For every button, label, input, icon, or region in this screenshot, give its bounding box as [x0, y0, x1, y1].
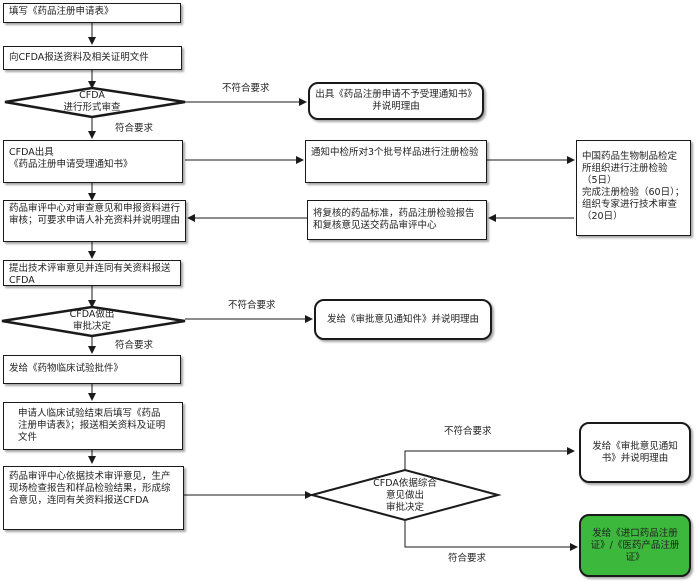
pass-label-2: 符合要求 [115, 340, 154, 351]
reject-approval-box: 发给《审批意见通知件》并说明理由 [314, 299, 492, 340]
clinical-permit-box: 发给《药物临床试验批件》 [3, 355, 181, 384]
fill-form-box: 填写《药品注册申请表》 [3, 3, 181, 23]
reject-notice-box: 出具《药品注册申请不予受理通知书》并说明理由 [308, 82, 484, 120]
after-trial-box: 申请人临床试验结束后填写《药品注册申请表》；报送相关资料及证明文件 [3, 402, 183, 450]
fail-label-1: 不符合要求 [222, 83, 270, 94]
decision-formal-review [4, 86, 186, 119]
approval-decision-text: CFDA做出 审批决定 [69, 309, 115, 332]
send-back-box: 将复核的药品标准，药品注册检验报告和复核意见送交药品审评中心 [307, 200, 487, 240]
pass-label-3: 符合要求 [448, 553, 487, 564]
certificate-box: 发给《进口药品注册证》/《医药产品注册证》 [579, 514, 691, 577]
decision-approval [1, 305, 186, 338]
tech-opinion-box: 提出技术评审意见并连同有关资料报送CFDA [3, 260, 181, 286]
final-reject-box: 发给《审批意见通知书》并说明理由 [579, 422, 691, 483]
fail-label-2: 不符合要求 [228, 300, 276, 311]
final-decision-text: CFDA依据综合 意见做出 审批决定 [373, 478, 437, 513]
comprehensive-box: 药品审评中心依据技术审评意见，生产现场检查报告和样品检验结果，形成综合意见，连同… [3, 466, 184, 530]
submit-docs-box: 向CFDA报送资料及相关证明文件 [3, 46, 182, 70]
accept-notice-box: CFDA出具 《药品注册申请受理通知书》 [3, 140, 183, 183]
pass-label-1: 符合要求 [115, 123, 154, 134]
decision-final [308, 468, 502, 522]
arrow-final-fail [404, 447, 575, 470]
notify-ctrl-box: 通知中检所对3个批号样品进行注册检验 [305, 140, 487, 183]
arrow-final-pass [404, 520, 578, 551]
cde-review-box: 药品审评中心对审查意见和申报资料进行审核；可要求申请人补充资料并说明理由 [3, 200, 186, 242]
formal-review-text: CFDA 进行形式审查 [63, 90, 121, 113]
nicpbp-box: 中国药品生物制品检定所组织进行注册检验 （5日） 完成注册检验（60日）；组织专… [576, 140, 691, 236]
fail-label-3: 不符合要求 [444, 426, 492, 437]
